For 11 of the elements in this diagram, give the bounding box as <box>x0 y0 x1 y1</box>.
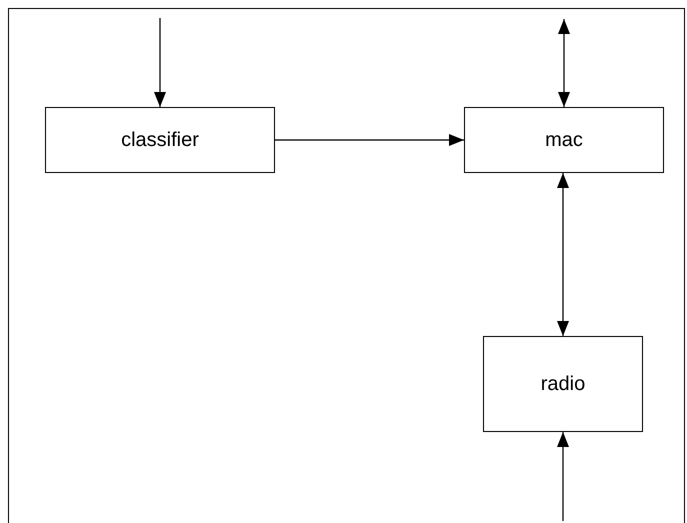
process-box <box>464 107 664 173</box>
arrow <box>557 173 569 336</box>
arrow <box>558 19 570 107</box>
process-box <box>483 336 643 432</box>
arrow <box>154 18 166 107</box>
node-label: mac <box>545 128 583 152</box>
arrow <box>557 432 569 521</box>
node-label: classifier <box>121 128 199 152</box>
process-box <box>45 107 275 173</box>
arrow <box>275 134 464 146</box>
node-label: radio <box>540 372 586 396</box>
